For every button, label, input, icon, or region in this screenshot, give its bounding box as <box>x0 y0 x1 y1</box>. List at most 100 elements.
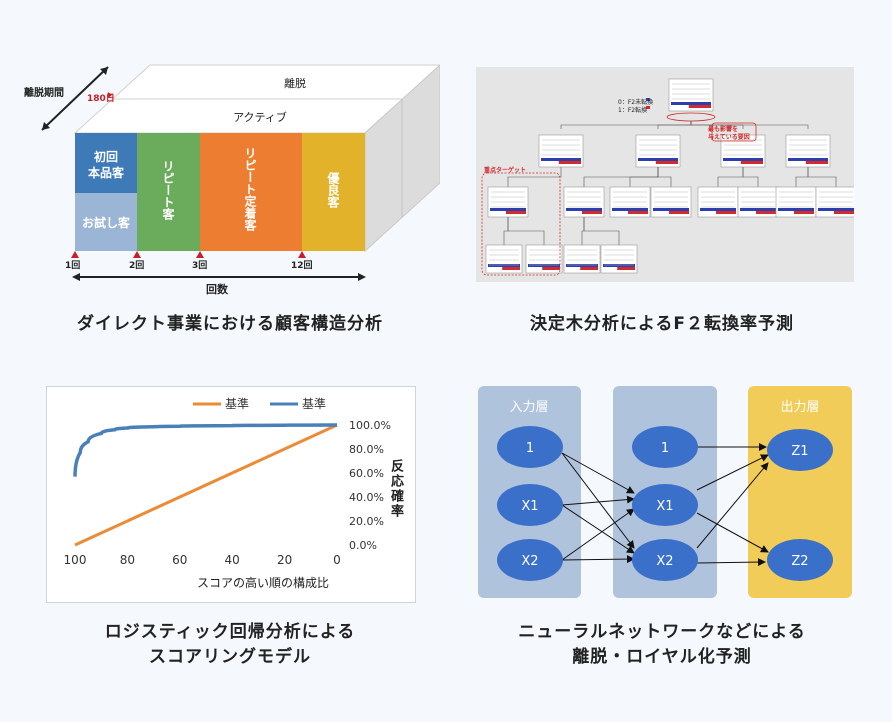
tree-node-l3-0-bar-blue <box>488 264 520 267</box>
tree-node-l2-1-bar-blue <box>566 208 602 211</box>
panel2-caption: 決定木分析によるF２転換率予測 <box>529 314 795 334</box>
tree-edge <box>742 167 759 187</box>
period-axis-label: 離脱期間 <box>24 88 64 99</box>
tree-edge <box>583 217 620 245</box>
tree-edge <box>629 167 659 187</box>
tree-node-l1-3-bar-red <box>805 161 828 164</box>
x-tick-label: 100 <box>64 553 87 567</box>
tree-node-l3-2-bar-blue <box>566 264 598 267</box>
tree-edge <box>507 167 562 187</box>
tree-node-l3-3-bar-blue <box>603 264 635 267</box>
panel3-caption-line2: スコアリングモデル <box>149 647 311 667</box>
hidden-node-label-1: X1 <box>656 499 673 514</box>
day180-marker <box>108 92 112 98</box>
tree-node-l2-5-bar-blue <box>740 208 776 211</box>
input-layer-title: 入力層 <box>509 400 548 415</box>
legend-label-0: 基準 <box>225 396 249 411</box>
tree-legend-1: 1：F2転換 <box>618 107 648 114</box>
x-tick-label: 60 <box>172 553 187 567</box>
hidden-node-bias <box>632 426 698 468</box>
tree-node-l1-1-bar-blue <box>638 158 678 161</box>
series-line-linear <box>74 423 338 547</box>
tree-node-l2-1-bar-red <box>582 211 602 214</box>
tree-note-factor: 最も影響を 与えている要因 <box>708 126 750 141</box>
customer-structure-svg <box>41 63 442 281</box>
tree-node-l2-3-bar-blue <box>653 208 689 211</box>
y-axis-label: 反応確率 <box>388 459 403 519</box>
period-axis-arrow <box>41 66 109 131</box>
segment-first-purchase <box>75 133 137 193</box>
tree-node-l2-4-bar-blue <box>700 208 736 211</box>
tick-label-1: 1回 <box>65 261 81 271</box>
tree-node-l2-5-bar-red <box>756 211 776 214</box>
tree-edge <box>657 167 672 187</box>
x-tick-label: 20 <box>277 553 292 567</box>
tree-node-l1-1-bar-red <box>655 161 678 164</box>
period-axis-arrowhead-bottom <box>42 122 50 130</box>
tree-node-l2-2-bar-red <box>628 211 648 214</box>
tree-node-l2-0-bar-red <box>506 211 526 214</box>
tree-node-l1-0-bar-red <box>558 161 581 164</box>
tree-node-root-bar-red <box>688 105 711 108</box>
tree-node-l2-4-bar-red <box>716 211 736 214</box>
input-node-x1 <box>497 484 563 526</box>
tick-marker-12 <box>298 251 306 258</box>
tree-root-highlight <box>666 112 716 122</box>
tree-node-l2-7-bar-red <box>834 211 854 214</box>
decision-tree-svg <box>481 78 857 276</box>
hidden-node-label-0: 1 <box>661 441 669 456</box>
input-hidden-edges <box>561 452 635 564</box>
input-node-label-2: X2 <box>521 554 538 569</box>
count-axis-label: 回数 <box>206 283 228 296</box>
input-node-bias <box>497 426 563 468</box>
panel4-caption-line2: 離脱・ロイヤル化予測 <box>572 647 752 667</box>
segment-trial-label: お試し客 <box>81 216 130 230</box>
panel4-caption-line1: ニューラルネットワークなどによる <box>518 622 806 642</box>
segment-first-label: 初回 本品客 <box>87 150 124 180</box>
tree-edge <box>690 121 809 129</box>
hidden-node-x2 <box>632 539 698 581</box>
tree-node-l1-0-bar-blue <box>541 158 581 161</box>
y-tick-label: 20.0% <box>349 515 384 528</box>
neural-network-diagram: 入力層 出力層 1 X1 X2 1 X1 X2 <box>476 385 854 600</box>
y-tick-label: 100.0% <box>349 419 391 432</box>
customer-structure-diagram: 離脱期間 180日 離脱 アクティブ 初回 本品客 お試し客 リピート客 リピー… <box>20 55 442 300</box>
segment-loyal-label: 優良客 <box>326 172 340 208</box>
tree-node-l2-0-bar-blue <box>490 208 526 211</box>
output-node-label-1: Z2 <box>791 554 808 569</box>
count-axis-arrowhead-left <box>72 273 80 281</box>
output-layer-title: 出力層 <box>780 400 819 415</box>
tree-node-l3-0-bar-red <box>502 267 520 270</box>
segment-regular <box>200 133 302 251</box>
tree-edge <box>717 167 744 187</box>
tree-node-root-bar-blue <box>671 102 711 105</box>
output-node-z2 <box>767 539 833 581</box>
output-node-label-0: Z1 <box>791 444 808 459</box>
y-tick-label: 60.0% <box>349 467 384 480</box>
tree-edge <box>807 167 837 187</box>
input-node-label-0: 1 <box>526 441 534 456</box>
tree-node-l3-1-bar-red <box>542 267 560 270</box>
period-axis-arrowhead-top <box>100 67 108 75</box>
tree-edge <box>657 121 692 129</box>
tree-node-l2-3-bar-red <box>669 211 689 214</box>
tree-node-l1-2-bar-blue <box>723 158 763 161</box>
tree-node-l3-1-bar-blue <box>528 264 560 267</box>
tree-edge <box>795 167 809 187</box>
tree-legend-0: 0：F2未転換 <box>618 99 654 106</box>
tree-node-l2-6-bar-blue <box>778 208 814 211</box>
tree-note-target: 重点ターゲット <box>484 167 527 174</box>
day180-label: 180日 <box>87 94 115 104</box>
tree-edge <box>507 217 545 245</box>
tree-factor-highlight <box>711 122 757 142</box>
hidden-node-label-2: X2 <box>656 554 673 569</box>
tree-legend-swatch-0 <box>646 98 650 101</box>
panel1-caption: ダイレクト事業における顧客構造分析 <box>77 314 383 334</box>
input-node-x2 <box>497 539 563 581</box>
input-node-label-1: X1 <box>521 499 538 514</box>
segment-repeat-label: リピート客 <box>161 160 175 220</box>
segment-trial <box>75 193 137 251</box>
tick-label-2: 2回 <box>129 261 145 271</box>
tree-node-l2-7-bar-blue <box>818 208 854 211</box>
